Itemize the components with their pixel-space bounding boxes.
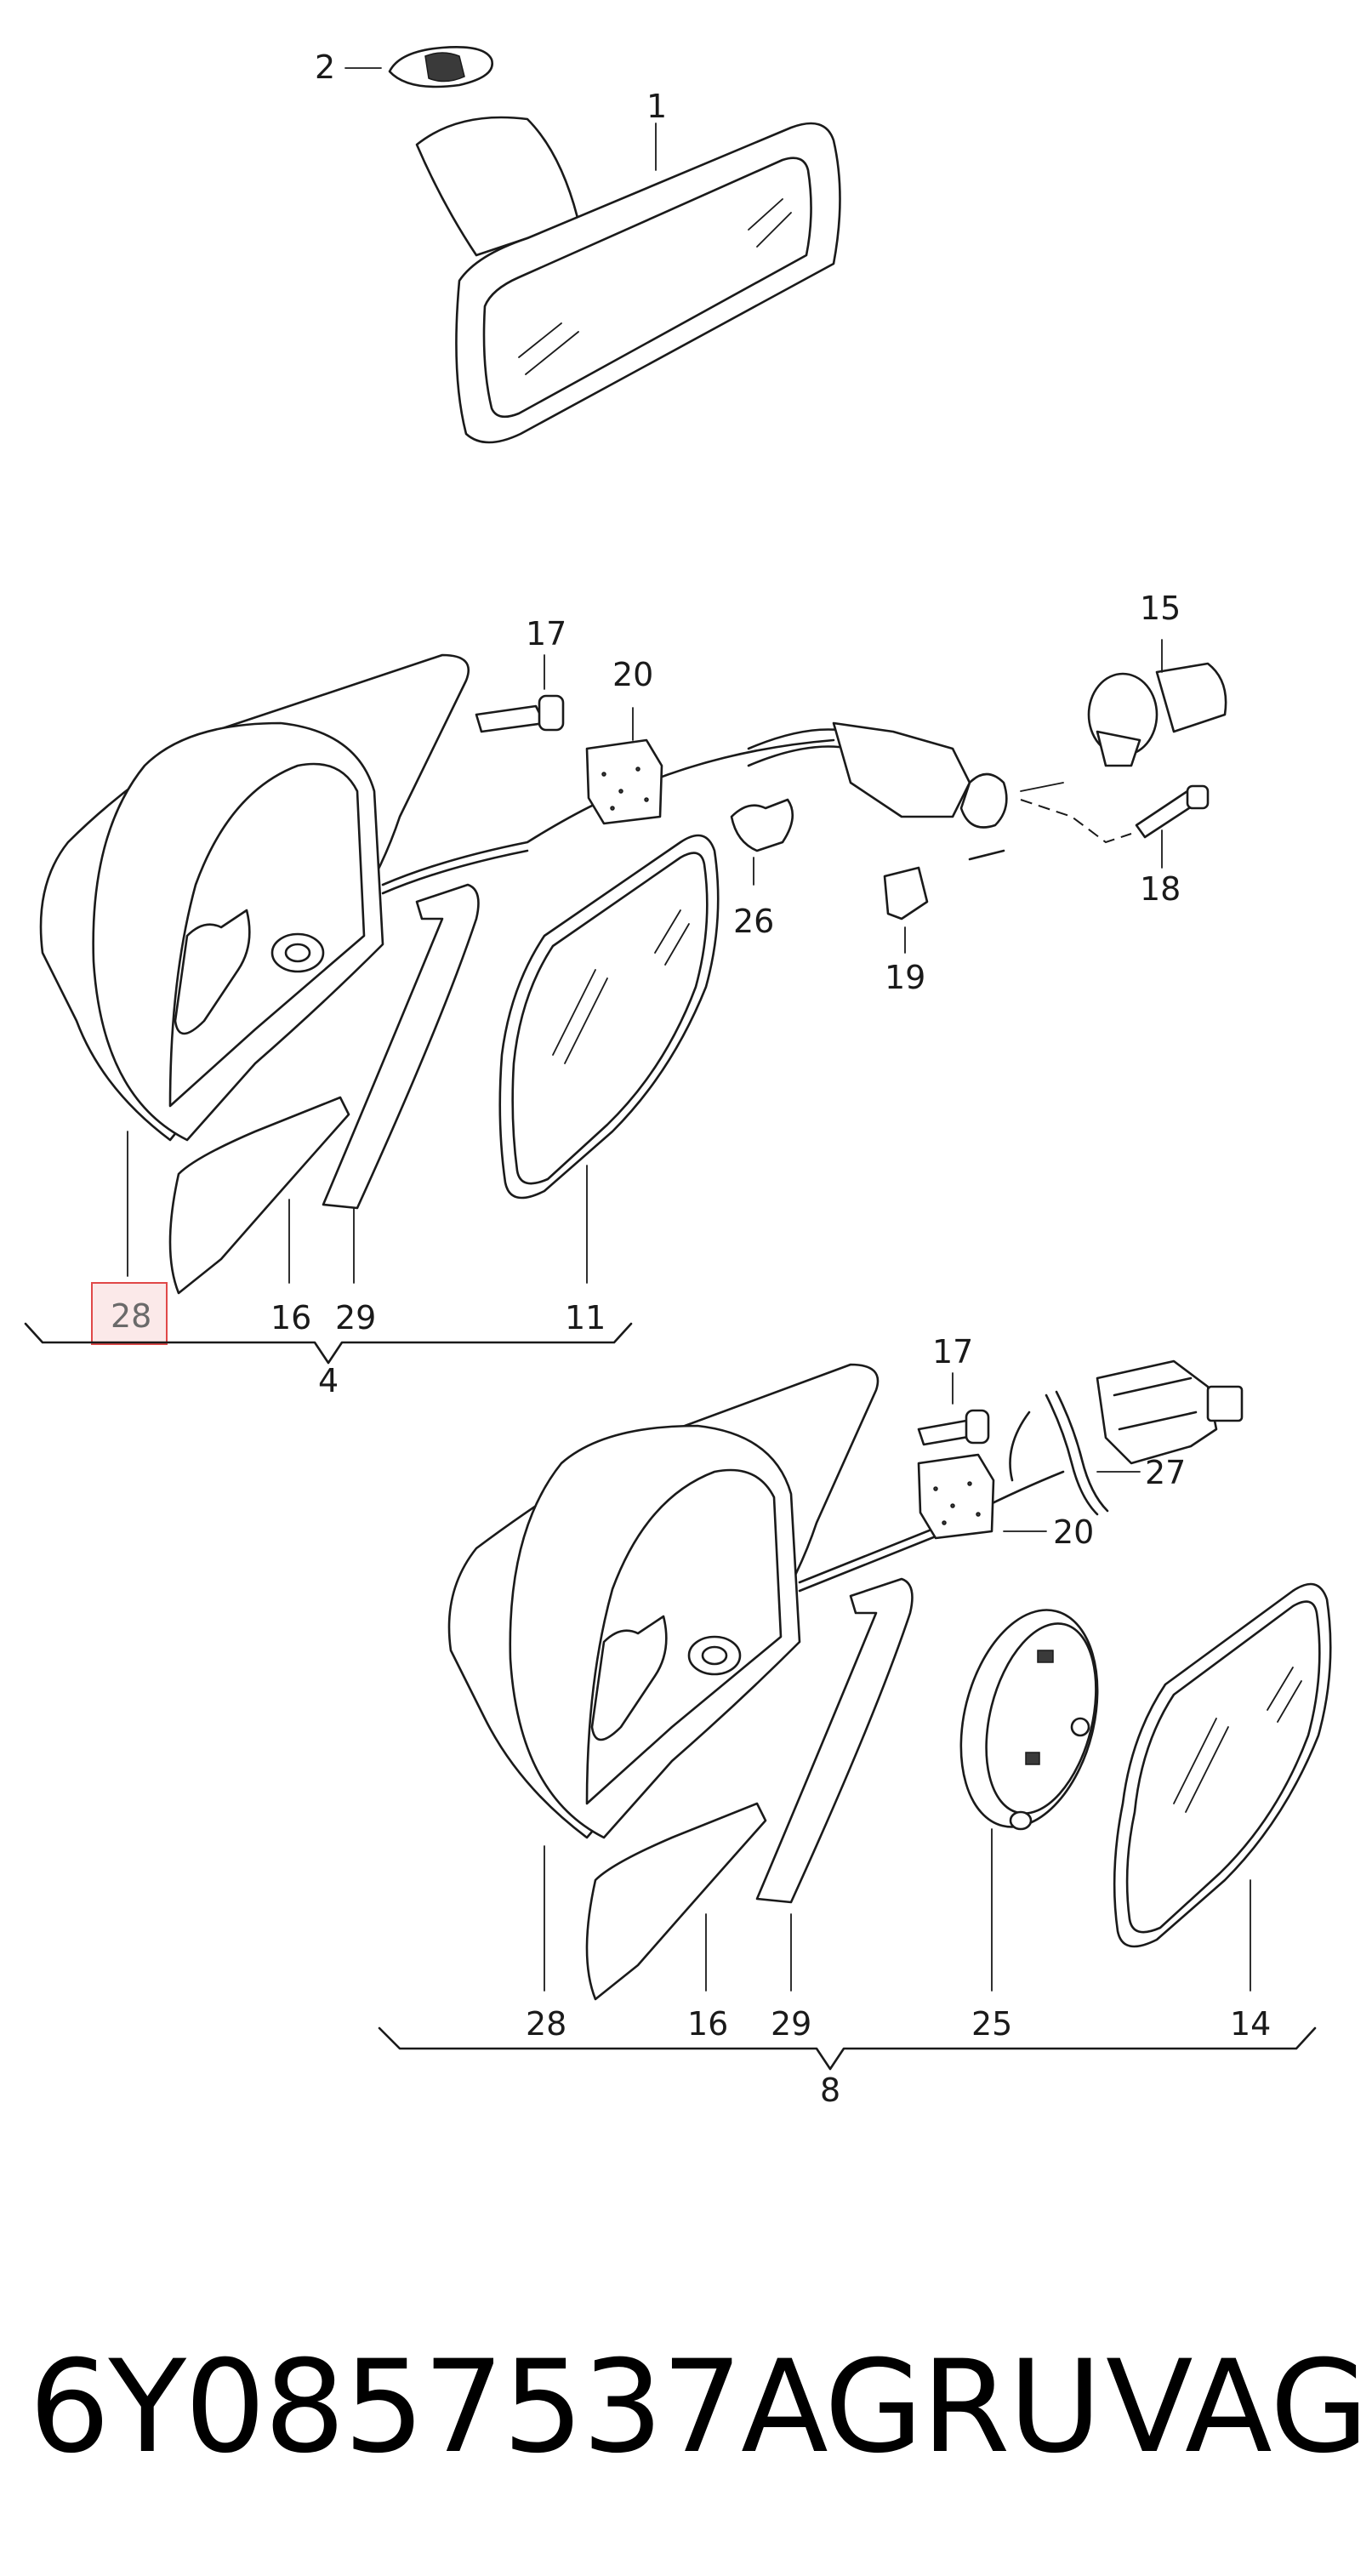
mirror-assembly-8 — [447, 1359, 1332, 2001]
callout-20-top: 20 — [612, 656, 653, 693]
callout-20-bottom: 20 — [1053, 1513, 1094, 1551]
callout-11: 11 — [565, 1299, 606, 1336]
callout-8: 8 — [820, 2072, 840, 2109]
callout-28-highlight — [91, 1282, 168, 1345]
interior-mirror-part-1 — [415, 116, 841, 444]
callout-26: 26 — [733, 903, 774, 940]
callout-27: 27 — [1145, 1454, 1186, 1491]
callout-29-bottom: 29 — [771, 2005, 811, 2043]
callout-17-bottom: 17 — [932, 1333, 973, 1371]
parts-diagram: 2 1 — [24, 46, 1332, 2109]
part-number: 6Y0857537AGRU — [29, 2334, 1102, 2482]
callout-1: 1 — [646, 88, 667, 125]
callout-29-top: 29 — [335, 1299, 376, 1336]
callout-25: 25 — [971, 2005, 1012, 2043]
callout-15: 15 — [1140, 590, 1181, 627]
callout-2: 2 — [315, 48, 335, 86]
callout-14: 14 — [1230, 2005, 1271, 2043]
callout-16-top: 16 — [270, 1299, 311, 1336]
mirror-assembly-4 — [39, 653, 1227, 1295]
callout-28-bottom: 28 — [526, 2005, 566, 2043]
callout-4: 4 — [318, 1362, 339, 1399]
brand-name: VAG — [1106, 2334, 1369, 2482]
callout-18: 18 — [1140, 870, 1181, 908]
callout-28-top: 28 — [111, 1297, 151, 1335]
callout-17-top: 17 — [526, 615, 566, 653]
callout-16-bottom: 16 — [687, 2005, 728, 2043]
clip-part-2 — [388, 46, 494, 88]
callout-19: 19 — [885, 959, 925, 996]
footer: 6Y0857537AGRU VAG — [0, 2331, 1372, 2484]
